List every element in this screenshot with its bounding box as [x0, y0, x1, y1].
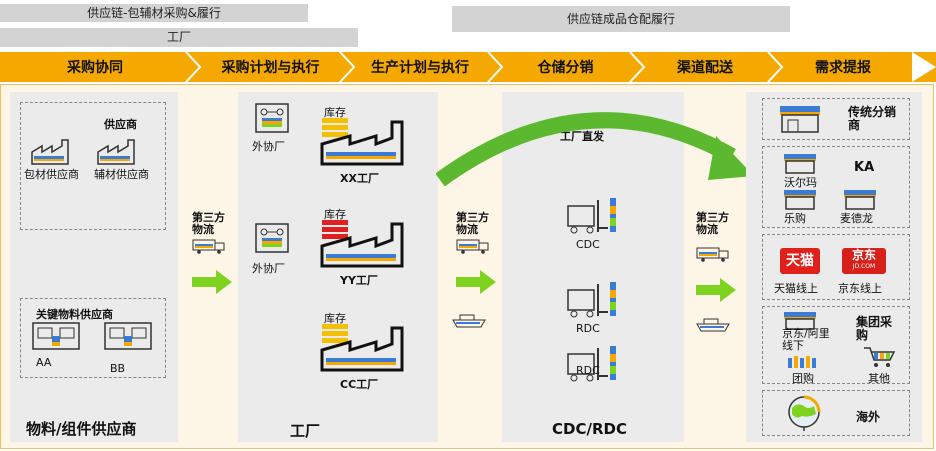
flow-arrow-2 [456, 270, 496, 294]
flow-arrow-3 [696, 278, 736, 302]
packaging-supplier-label: 包材供应商 [24, 168, 79, 181]
rdc-forklift-icon-1 [564, 280, 624, 320]
yy-factory-icon [320, 220, 416, 270]
jd-logo: 京东 JD.COM [842, 248, 886, 274]
store-icon-metro [842, 188, 878, 210]
inventory-2-label: 库存 [324, 208, 346, 221]
supplier-panel-footer: 物料/组件供应商 [26, 420, 137, 438]
flow-arrow-1 [192, 270, 232, 294]
ship-icon-1 [452, 314, 486, 328]
overseas-label: 海外 [856, 410, 881, 424]
online-box [762, 234, 910, 300]
outsource-factory-1-icon [254, 102, 290, 136]
stage-banner-shape [0, 52, 936, 82]
stage-purchase-collab: 采购协同 [67, 60, 123, 76]
supply-chain-finished-bar: 供应链成品仓配履行 [452, 6, 790, 32]
group-purchase-label: 集团采购 [856, 315, 893, 342]
inventory-3-label: 库存 [324, 312, 346, 325]
supply-chain-material-bar: 供应链-包辅材采购&履行 [0, 4, 308, 22]
outsource-factory-2-icon [254, 222, 290, 256]
aa-label: AA [36, 356, 52, 369]
third-party-logistics-3-label: 第三方物流 [696, 211, 729, 236]
xx-factory-label: XX工厂 [340, 172, 379, 185]
store-icon-legou [782, 188, 818, 210]
stage-purchase-plan: 采购计划与执行 [221, 60, 320, 76]
ka-box [762, 146, 910, 228]
store-icon-walmart [782, 152, 818, 174]
tmall-logo: 天猫 [780, 248, 820, 274]
jd-logo-sub: JD.COM [852, 263, 876, 270]
legou-label: 乐购 [784, 212, 806, 225]
third-party-logistics-1-label: 第三方物流 [192, 211, 225, 236]
auxiliary-factory-icon [96, 138, 140, 166]
factory-direct-label: 工厂直发 [560, 130, 604, 143]
packaging-factory-icon [30, 138, 74, 166]
outsource-factory-2-label: 外协厂 [252, 262, 285, 275]
store-icon-offline [782, 310, 818, 330]
factory-header-label: 工厂 [166, 30, 191, 44]
supplier-panel [10, 92, 178, 442]
globe-icon [784, 394, 824, 432]
stage-warehouse: 仓储分销 [537, 60, 594, 76]
rdc-forklift-icon-2 [564, 344, 624, 384]
key-supplier-label: 关键物料供应商 [36, 308, 113, 321]
traditional-distributor-label: 传统分销商 [848, 105, 897, 132]
stage-production-plan: 生产计划与执行 [371, 60, 469, 76]
inventory-1-label: 库存 [324, 106, 346, 119]
metro-label: 麦德龙 [840, 212, 873, 225]
truck-icon-1 [192, 238, 226, 254]
key-supplier-box [20, 298, 166, 378]
bb-supplier-icon [104, 322, 152, 352]
jd-logo-text: 京东 [851, 248, 876, 262]
overseas-box [762, 390, 910, 436]
traditional-distributor-box [762, 98, 910, 140]
store-icon-traditional [778, 104, 822, 134]
factory-panel-footer: 工厂 [290, 422, 321, 440]
factory-header-bar: 工厂 [0, 28, 358, 47]
outsource-factory-1-label: 外协厂 [252, 140, 285, 153]
offline-group-box [762, 306, 910, 384]
rdc-1-label: RDC [576, 322, 600, 335]
ka-label: KA [854, 160, 875, 175]
warehouse-panel-footer: CDC/RDC [552, 420, 627, 438]
auxiliary-supplier-label: 辅材供应商 [94, 168, 149, 181]
supplier-group-box [20, 102, 166, 230]
truck-icon-2 [456, 238, 490, 254]
ship-icon-2 [696, 318, 730, 332]
tmall-logo-text: 天猫 [786, 253, 814, 269]
group-buy-label: 团购 [792, 372, 814, 385]
cc-factory-icon [320, 324, 416, 374]
jd-ali-offline-label: 京东/阿里线下 [782, 327, 830, 352]
walmart-label: 沃尔玛 [784, 176, 817, 189]
cdc-label: CDC [576, 238, 600, 251]
factory-direct-arc-arrow [436, 96, 766, 186]
supply-chain-finished-label: 供应链成品仓配履行 [566, 12, 675, 26]
cart-icon [862, 346, 896, 368]
tmall-online-label: 天猫线上 [774, 282, 818, 295]
stage-demand: 需求提报 [815, 60, 871, 76]
group-buy-icon [786, 354, 820, 370]
third-party-logistics-2-label: 第三方物流 [456, 211, 489, 236]
bb-label: BB [110, 362, 126, 375]
jd-online-label: 京东线上 [838, 282, 882, 295]
supplier-group-label: 供应商 [104, 118, 137, 131]
supply-chain-material-label: 供应链-包辅材采购&履行 [87, 6, 221, 20]
other-label: 其他 [868, 372, 890, 385]
yy-factory-label: YY工厂 [340, 274, 378, 287]
cc-factory-label: CC工厂 [340, 378, 379, 391]
truck-icon-3 [696, 246, 730, 262]
xx-factory-icon [320, 118, 416, 168]
rdc-2-label: RDC [576, 364, 600, 377]
cdc-forklift-icon [564, 196, 624, 236]
stage-banner: 采购协同 采购计划与执行 生产计划与执行 仓储分销 渠道配送 需求提报 [0, 52, 936, 82]
stage-channel: 渠道配送 [677, 60, 733, 76]
aa-supplier-icon [32, 322, 80, 352]
warehouse-panel [502, 92, 684, 442]
